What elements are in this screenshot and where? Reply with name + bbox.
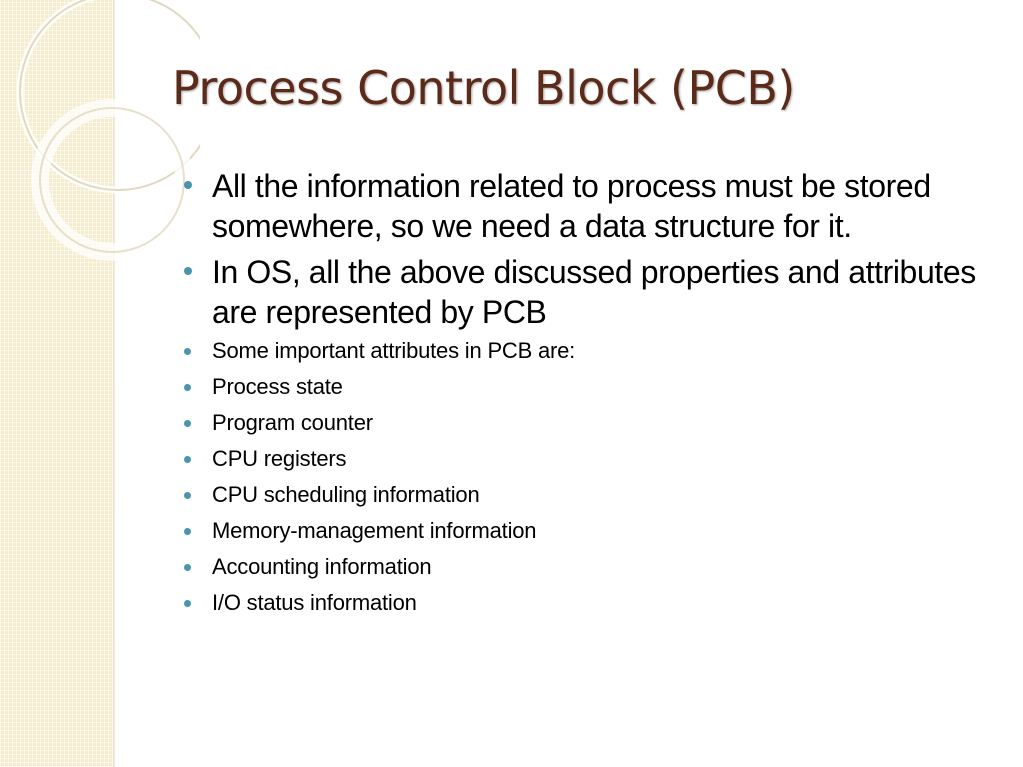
- bullet-text: CPU scheduling information: [212, 482, 480, 507]
- bullet-dot-icon: [184, 267, 192, 275]
- bullet-text: Accounting information: [212, 554, 432, 579]
- bullet-item: CPU registers: [184, 446, 996, 472]
- bullet-dot-icon: [184, 384, 191, 391]
- bullet-item: I/O status information: [184, 590, 996, 616]
- bullet-item: Process state: [184, 374, 996, 400]
- bullet-item: Program counter: [184, 410, 996, 436]
- bullet-dot-icon: [184, 348, 191, 355]
- bullet-text: All the information related to process m…: [212, 168, 931, 244]
- bullet-text: I/O status information: [212, 590, 417, 615]
- bullet-text: In OS, all the above discussed propertie…: [212, 254, 976, 330]
- bullet-dot-icon: [184, 456, 191, 463]
- bullet-item: In OS, all the above discussed propertie…: [184, 252, 996, 332]
- bullet-dot-icon: [184, 564, 191, 571]
- bullet-text: Memory-management information: [212, 518, 537, 543]
- bullet-list: All the information related to process m…: [184, 166, 996, 626]
- bullet-dot-icon: [184, 420, 191, 427]
- bullet-text: Program counter: [212, 410, 373, 435]
- decorative-circles: [16, 0, 200, 261]
- bullet-text: CPU registers: [212, 446, 347, 471]
- bullet-item: All the information related to process m…: [184, 166, 996, 246]
- bullet-text: Some important attributes in PCB are:: [212, 338, 576, 363]
- decorative-circle-lower-outline: [39, 107, 185, 253]
- side-band-edge: [113, 0, 116, 767]
- slide-title: Process Control Block (PCB): [172, 61, 795, 115]
- decorative-circle-upper-outline: [19, 0, 200, 191]
- bullet-dot-icon: [184, 600, 191, 607]
- bullet-item: CPU scheduling information: [184, 482, 996, 508]
- bullet-dot-icon: [184, 492, 191, 499]
- bullet-dot-icon: [184, 181, 192, 189]
- bullet-item: Some important attributes in PCB are:: [184, 338, 996, 364]
- bullet-item: Accounting information: [184, 554, 996, 580]
- bullet-item: Memory-management information: [184, 518, 996, 544]
- bullet-dot-icon: [184, 528, 191, 535]
- bullet-text: Process state: [212, 374, 343, 399]
